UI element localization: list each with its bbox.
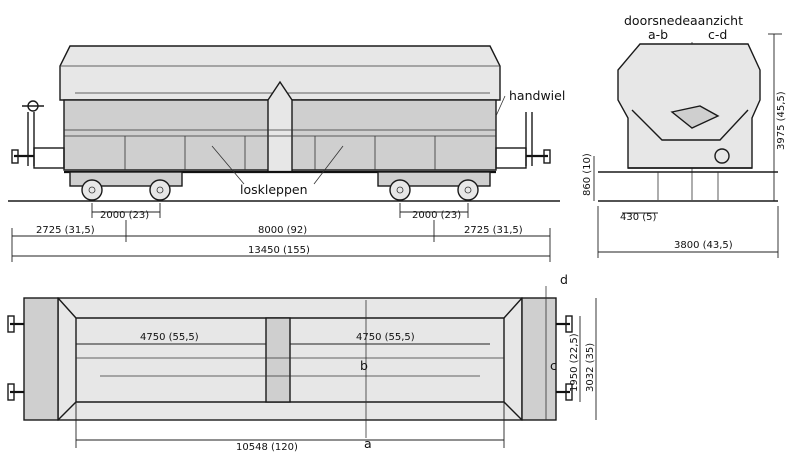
mark-a: a bbox=[364, 436, 372, 451]
view-label: aanzicht bbox=[690, 13, 743, 28]
dim-hopper-right: 4750 (55,5) bbox=[356, 332, 415, 343]
section-ref: a-b bbox=[648, 27, 668, 42]
dim-total-height: 3975 (45,5) bbox=[776, 91, 787, 150]
dim-total-width: 3800 (43,5) bbox=[674, 240, 733, 251]
dim-outer-width: 3032 (35) bbox=[585, 343, 596, 392]
side-elevation: handwiel loskleppen 2000 (23) 2000 (23) … bbox=[8, 45, 565, 262]
plan-view: 4750 (55,5) 4750 (55,5) 10548 (120) a b … bbox=[7, 272, 597, 453]
dim-bogie-wheelbase-left: 2000 (23) bbox=[100, 210, 149, 221]
plan-centre-ridge bbox=[265, 317, 291, 403]
mark-c: c bbox=[550, 358, 557, 373]
mark-d: d bbox=[560, 272, 568, 287]
dim-overhang-right: 2725 (31,5) bbox=[464, 225, 523, 236]
end-profile bbox=[617, 43, 761, 169]
left-bogie bbox=[69, 171, 183, 201]
dim-half-track: 430 (5) bbox=[620, 212, 657, 223]
centre-ridge bbox=[267, 80, 293, 173]
right-bogie bbox=[377, 171, 491, 201]
section-label: doorsnede bbox=[624, 13, 690, 28]
dim-bogie-centres: 8000 (92) bbox=[258, 225, 307, 236]
handwheel-label: handwiel bbox=[509, 88, 565, 103]
dim-length-over-buffers: 13450 (155) bbox=[248, 245, 310, 256]
dim-body-length: 10548 (120) bbox=[236, 442, 298, 453]
dim-floor-height: 860 (10) bbox=[582, 153, 593, 196]
view-ref: c-d bbox=[708, 27, 727, 42]
dim-overhang-left: 2725 (31,5) bbox=[36, 225, 95, 236]
end-view: doorsnede a-b aanzicht c-d 860 (10) 3975… bbox=[582, 13, 787, 258]
dump-flaps-label: loskleppen bbox=[240, 182, 308, 197]
dim-hopper-left: 4750 (55,5) bbox=[140, 332, 199, 343]
mark-b: b bbox=[360, 358, 368, 373]
dim-inner-width: 1950 (22,5) bbox=[569, 333, 580, 392]
dim-bogie-wheelbase-right: 2000 (23) bbox=[412, 210, 461, 221]
